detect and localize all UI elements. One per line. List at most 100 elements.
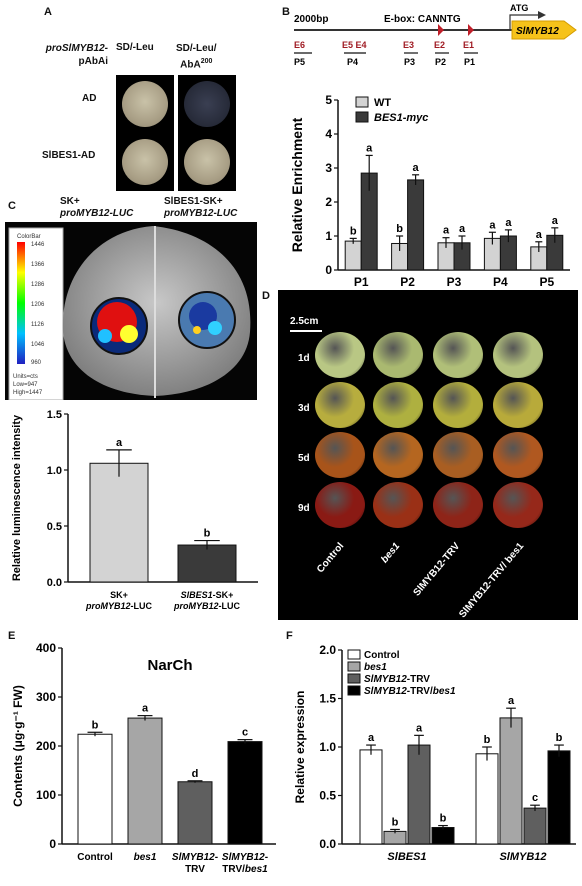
b-xtick-p4: P4	[493, 275, 508, 289]
b-wt-p5-sig-letter: a	[536, 229, 543, 241]
tomato-5d-2	[433, 432, 483, 478]
f-legend-swatch-3	[347, 685, 361, 696]
group-slmyb12-trv-bes1: SlMYB12-TRV/ bes1	[457, 541, 526, 620]
panel-a-label: A	[44, 6, 52, 18]
colorbar-tick-1206: 1206	[31, 302, 45, 308]
f-3-slbes1-sig-letter: b	[440, 813, 447, 825]
tomato-5d-3	[493, 432, 543, 478]
e-xtick-line2-3: TRV/bes1	[222, 864, 268, 875]
f-xtick-slbes1: SlBES1	[387, 851, 426, 863]
f-legend-label-0: Control	[364, 650, 400, 661]
c-1-bar	[177, 544, 237, 583]
promoter-diagram: 2000bp E-box: CANNTG ATG SlMYB12 E6 E5 E…	[294, 3, 577, 67]
b-ytick-label: 5	[325, 93, 332, 107]
tomato-3d-3	[493, 382, 543, 428]
b-wt-p3-sig-letter: a	[443, 225, 450, 237]
tomato-5d-0	[315, 432, 365, 478]
b-bes1-myc-p2-bar	[407, 179, 425, 271]
e-0-bar	[77, 733, 113, 845]
ebox-legend: E-box: CANNTG	[384, 14, 461, 25]
b-wt-p1-bar	[344, 240, 362, 271]
tomato-1d-1	[373, 332, 423, 378]
b-bes1-myc-p4-sig-letter: a	[505, 217, 512, 229]
e-2-bar	[177, 781, 213, 845]
f-2-slbes1-sig-letter: a	[416, 722, 423, 734]
yeast-spot-bes1-aba	[178, 133, 236, 191]
e-3-sig-letter: c	[242, 727, 248, 739]
e-1-bar	[127, 717, 163, 845]
f-3-slbes1-bar	[431, 827, 455, 845]
probe-p1: P1	[464, 57, 475, 67]
day-5d: 5d	[298, 453, 310, 464]
f-0-slbes1-sig-letter: a	[368, 732, 375, 744]
f-legend-swatch-1	[347, 661, 361, 672]
b-wt-p1-sig-letter: b	[350, 225, 357, 237]
media2-line2: AbA	[180, 59, 201, 71]
b-ytick-label: 2	[325, 195, 332, 209]
tomato-1d-3	[493, 332, 543, 378]
e-xtick-line1-3: SlMYB12-	[222, 852, 268, 863]
b-legend-label-0: WT	[374, 97, 391, 109]
c-ytick-label: 0.0	[47, 577, 62, 589]
e-xtick-line1-0: Control	[77, 852, 113, 863]
construct-line2: pAbAi	[78, 56, 108, 67]
f-ytick-label: 0.5	[319, 789, 336, 803]
e-ytick-label: 400	[36, 641, 56, 655]
leaf	[62, 226, 251, 396]
f-legend-label-3: SlMYB12-TRV/bes1	[364, 686, 456, 697]
colorbar-gradient	[17, 242, 25, 364]
b-xtick-p3: P3	[447, 275, 462, 289]
e-1-sig-letter: a	[142, 703, 149, 715]
probe-p2: P2	[435, 57, 446, 67]
luc-image: ColorBar 1446 1366 1286 1206 1126 1046 9…	[5, 222, 257, 401]
f-3-slmyb12-sig-letter: b	[556, 732, 563, 744]
f-ytick-label: 1.5	[319, 692, 336, 706]
leaf-image: ColorBar 1446 1366 1286 1206 1126 1046 9…	[8, 226, 251, 401]
promoter-length: 2000bp	[294, 14, 328, 25]
group-labels: Control bes1 SlMYB12-TRV SlMYB12-TRV/ be…	[315, 541, 527, 620]
yeast-spot-ad-aba	[178, 75, 236, 133]
c-ytick-label: 1.0	[47, 465, 62, 477]
tomato-5d-1	[373, 432, 423, 478]
tomato-9d-0	[315, 482, 365, 528]
day-1d: 1d	[298, 353, 310, 364]
f-3-slmyb12-bar	[547, 750, 571, 845]
tomato-1d-0	[315, 332, 365, 378]
units-line3: High=1447	[13, 390, 43, 396]
luc-left-line1: SK+	[60, 196, 80, 207]
colorbar-tick-1126: 1126	[31, 322, 45, 328]
f-2-slbes1-bar	[407, 744, 431, 845]
ebox-marks	[438, 24, 474, 36]
luc-hotspot-right-cyan	[208, 321, 222, 335]
tss-arrowhead	[538, 11, 546, 19]
media2-sup: 200	[200, 58, 213, 65]
f-0-slmyb12-bar	[475, 753, 499, 845]
media1-label: SD/-Leu	[116, 42, 154, 53]
e-title: NarCh	[147, 657, 192, 674]
b-bes1-myc-p2-sig-letter: a	[413, 162, 420, 174]
c-xtick-line2-1: proMYB12-LUC	[173, 601, 241, 611]
atg-label: ATG	[510, 3, 528, 13]
tss-arrow	[509, 14, 542, 30]
b-ytick-label: 0	[325, 263, 332, 277]
colorbar-tick-1446: 1446	[31, 242, 45, 248]
f-ytick-label: 0.0	[319, 837, 336, 851]
group-control: Control	[315, 541, 346, 575]
colorbar-tick-1286: 1286	[31, 282, 45, 288]
panel-b-label: B	[282, 6, 290, 18]
probe-p3: P3	[404, 57, 415, 67]
b-ytick-label: 4	[325, 127, 332, 141]
f-legend-swatch-2	[347, 673, 361, 684]
colorbar-tick-1046: 1046	[31, 342, 45, 348]
panel-c-label: C	[8, 200, 16, 212]
b-legend-swatch-0	[355, 96, 369, 108]
c-1-sig-letter: b	[204, 528, 211, 540]
f-2-slmyb12-bar	[523, 807, 547, 845]
ebox-e5-e4: E5 E4	[342, 40, 367, 50]
luc-left-label: SK+ proMYB12-LUC	[60, 196, 133, 220]
e-3-bar	[227, 741, 263, 845]
tomato-9d-2	[433, 482, 483, 528]
f-1-slmyb12-bar	[499, 717, 523, 845]
